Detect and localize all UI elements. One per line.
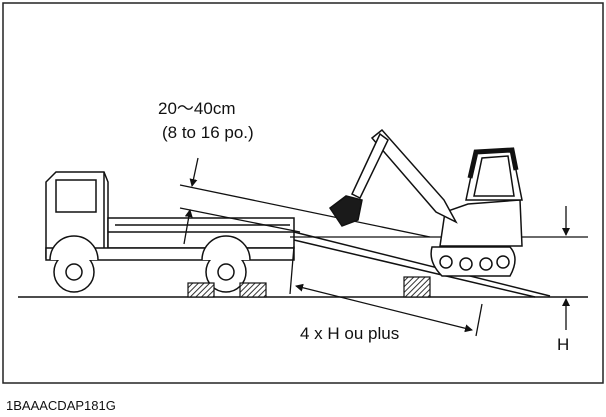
loading-ramp (293, 231, 551, 298)
gap-range-label: 20～40cm (158, 99, 235, 118)
height-label: H (557, 335, 569, 354)
ramp-length-label: 4 x H ou plus (300, 324, 399, 343)
ramp-support-block (403, 276, 431, 298)
gap-range-imperial-label: (8 to 16 po.) (162, 123, 254, 142)
wheel-chock-rear (239, 282, 267, 298)
truck (45, 171, 295, 293)
ramp-length-dimension (289, 245, 483, 337)
wheel-chock-front (187, 282, 215, 298)
figure-frame (2, 2, 604, 384)
slope-line-upper (179, 184, 431, 238)
slope-line-lower (179, 207, 301, 233)
gap-dimension-arrow (183, 157, 199, 245)
excavator (328, 128, 523, 277)
figure-code: 1BAAACDAP181G (6, 398, 116, 413)
